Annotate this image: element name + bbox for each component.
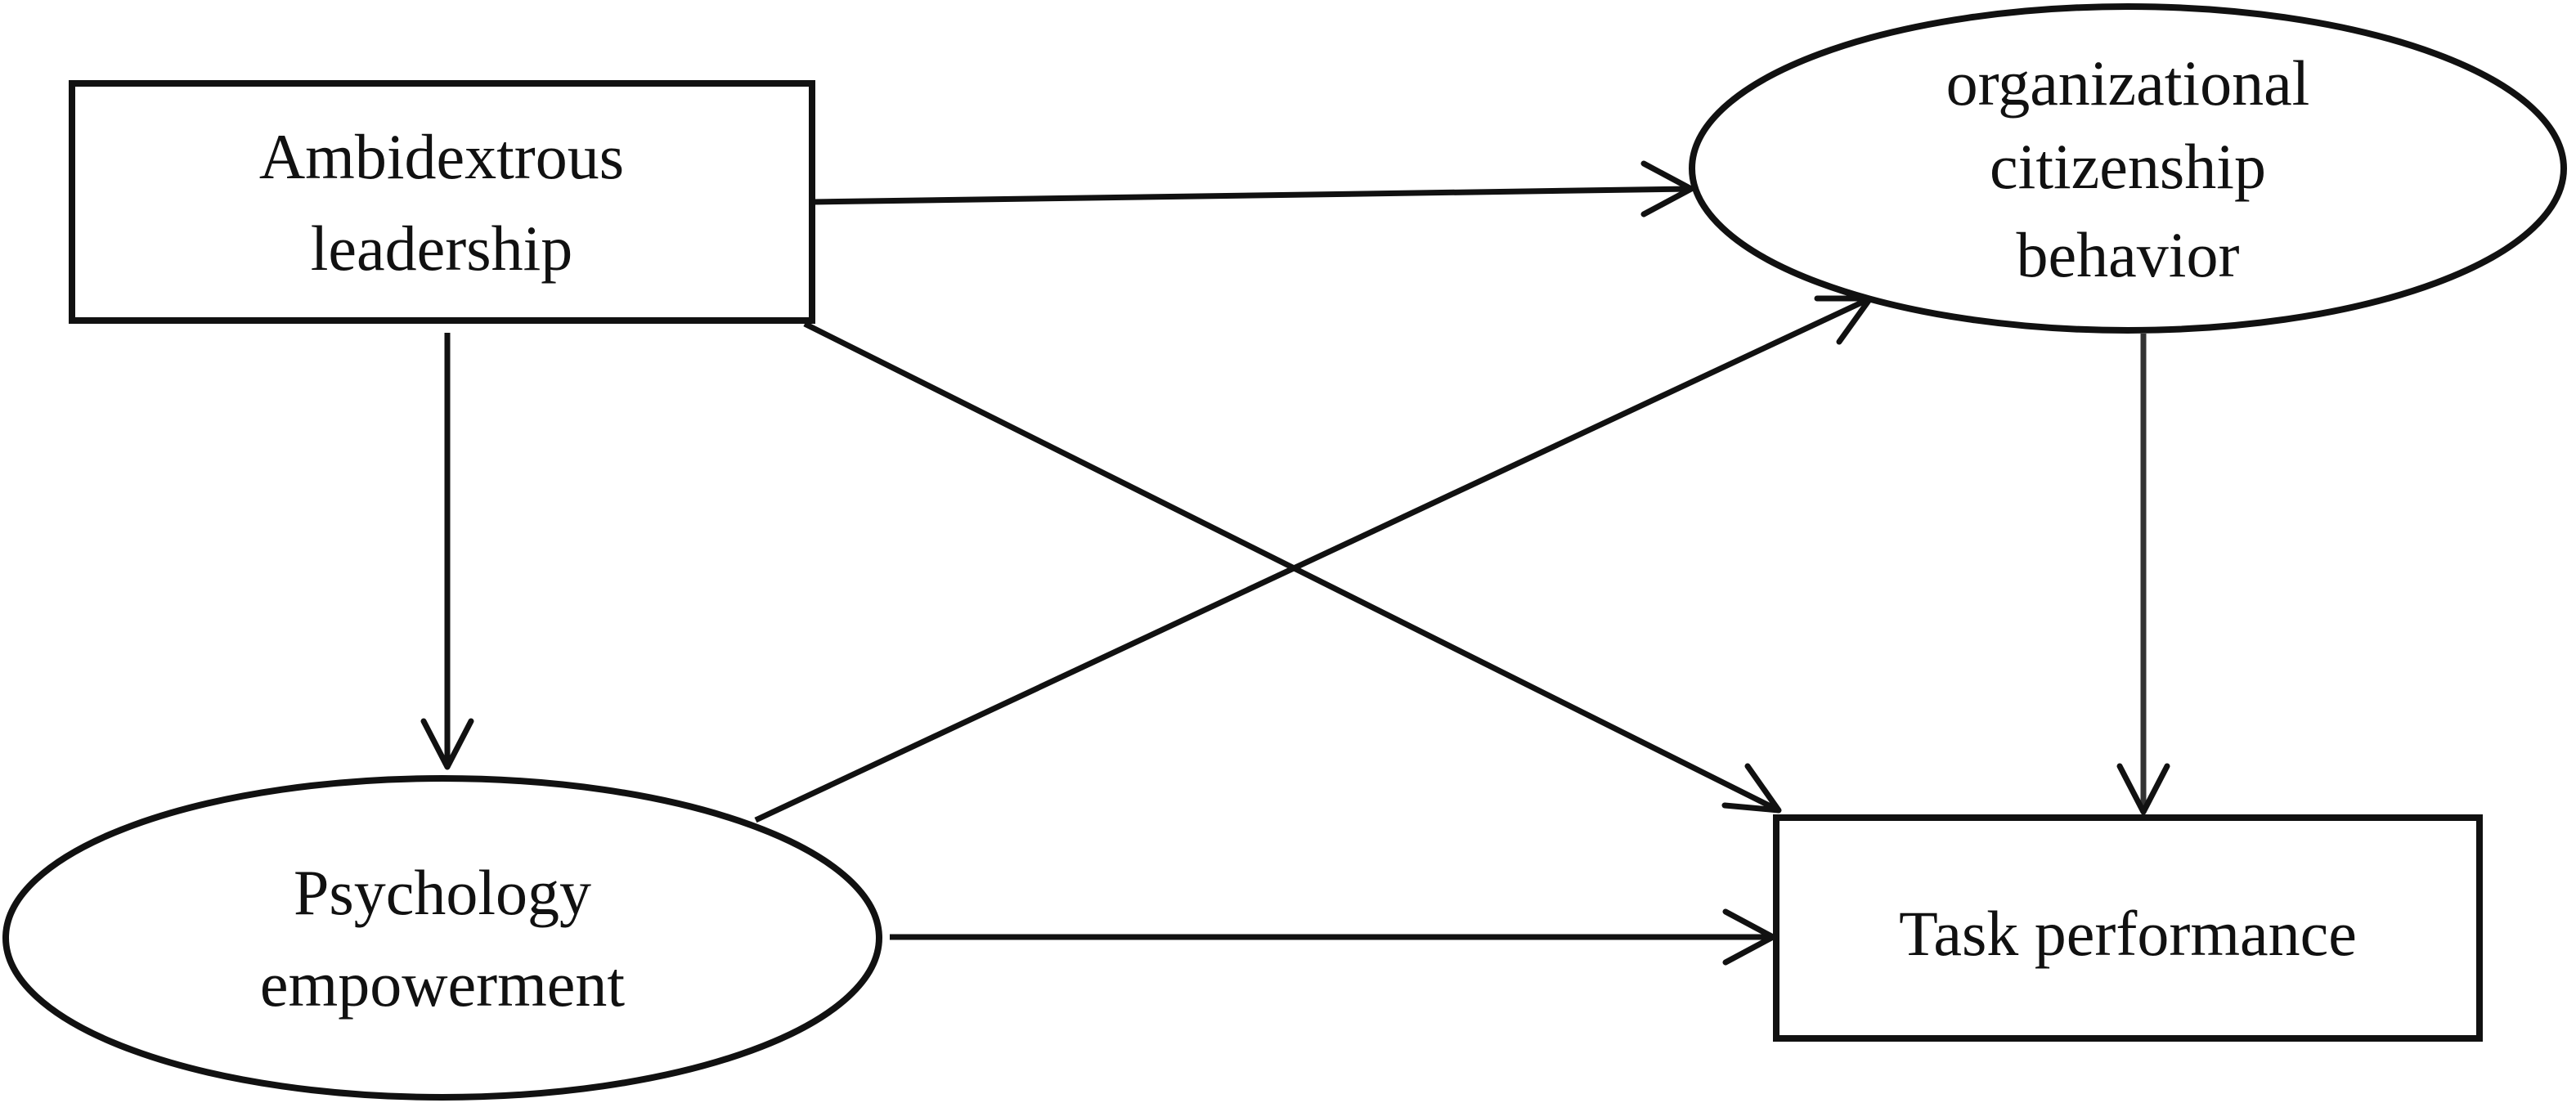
node-ambidextrous-leadership: Ambidextrous leadership	[69, 80, 815, 324]
node-ambidextrous-leadership-line2: leadership	[311, 213, 573, 284]
node-ocb-line2: citizenship	[1990, 131, 2266, 202]
node-ocb-line3: behavior	[2017, 219, 2240, 290]
edge-ocb-to-task-performance	[2116, 334, 2170, 815]
node-psychology-empowerment-line1: Psychology	[294, 857, 591, 928]
node-psychology-empowerment-line2: empowerment	[260, 948, 626, 1020]
node-task-performance: Task performance	[1773, 814, 2483, 1042]
edge-leadership-to-empowerment	[420, 333, 474, 770]
node-task-performance-label: Task performance	[1899, 898, 2357, 969]
node-ambidextrous-leadership-line1: Ambidextrous	[259, 121, 624, 192]
edge-empowerment-to-task-performance	[890, 908, 1776, 966]
node-organizational-citizenship-behavior: organizational citizenship behavior	[1689, 3, 2567, 334]
edge-empowerment-to-ocb	[754, 295, 1874, 823]
edge-leadership-to-ocb	[812, 160, 1694, 217]
node-psychology-empowerment: Psychology empowerment	[2, 775, 882, 1101]
node-ocb-line1: organizational	[1946, 47, 2310, 119]
